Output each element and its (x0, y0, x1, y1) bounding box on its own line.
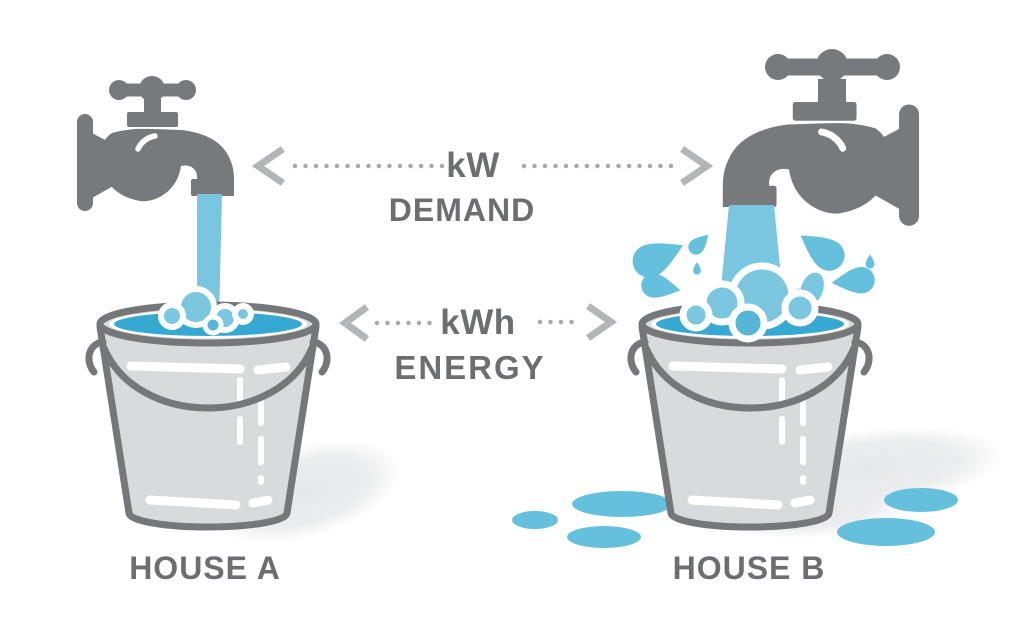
label-house-a: HOUSE A (129, 550, 281, 586)
energy-arrow-right (537, 303, 618, 341)
label-house-b: HOUSE B (672, 550, 826, 586)
demand-arrow-right (521, 146, 714, 186)
faucet-b-icon (723, 49, 919, 226)
faucet-b-handle-icon (765, 49, 900, 109)
label-energy-word: ENERGY (394, 349, 546, 386)
label-demand-unit: kW (446, 146, 500, 185)
faucet-a-handle-icon (109, 76, 196, 113)
overflow-bubbles-b (679, 262, 824, 343)
bucket-a-icon (89, 305, 327, 527)
faucet-a-icon (77, 76, 234, 211)
energy-arrow-left (339, 304, 433, 342)
demand-arrow-left (251, 146, 450, 186)
spill-puddles (512, 488, 958, 548)
bubbles-a (158, 286, 254, 336)
label-energy-unit: kWh (440, 303, 516, 342)
label-demand-word: DEMAND (388, 192, 536, 228)
water-stream-a (197, 194, 222, 318)
